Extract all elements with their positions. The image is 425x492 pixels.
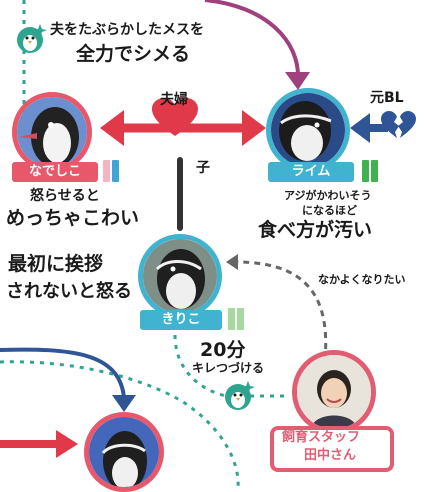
staff-line1: 飼育スタッフ <box>282 430 361 445</box>
bottom-red-arrow-head <box>56 430 78 458</box>
nadeshiko-note-line1: 怒らせると <box>30 188 100 204</box>
nadeshiko-bar-1 <box>103 160 110 182</box>
nadeshiko-name-tag: なでしこ <box>12 162 98 182</box>
nadeshiko-note-line2: めっちゃこわい <box>6 207 140 229</box>
purple-arrow-head <box>285 72 310 90</box>
kiriko-photo <box>138 234 222 318</box>
penguin-icon-staff <box>225 381 255 410</box>
couple-arrow-head-right <box>242 110 266 146</box>
raimu-note-line2: になるほど <box>302 204 357 217</box>
couple-label: 夫婦 <box>160 92 188 108</box>
staff-line2: 田中さん <box>304 448 357 463</box>
navy-arrow <box>0 347 126 399</box>
raimu-bar-2 <box>371 160 378 182</box>
duration-value: 20分 <box>200 339 246 361</box>
penguin-photo-icon <box>89 417 159 487</box>
ex-bl-label: 元BL <box>370 90 404 106</box>
raimu-photo <box>266 88 350 172</box>
penguin-icon-top <box>17 24 47 53</box>
kiriko-bar-1 <box>228 308 235 330</box>
kiriko-bar-2 <box>237 308 244 330</box>
duration-label: キレつづける <box>192 361 265 375</box>
child-label: 子 <box>196 160 210 176</box>
penguin-photo-icon <box>271 93 345 167</box>
friendly-arrow <box>235 260 328 361</box>
staff-photo <box>292 350 376 434</box>
bottom-penguin-photo <box>84 412 164 492</box>
nadeshiko-bar-2 <box>112 160 119 182</box>
kiriko-note-line1: 最初に挨拶 <box>8 253 104 275</box>
raimu-bar-1 <box>362 160 369 182</box>
heart-icon <box>152 98 198 136</box>
raimu-note-line3: 食べ方が汚い <box>258 219 373 241</box>
ex-bl-arrow-head <box>350 113 370 143</box>
dotted-line-bottom-left <box>0 360 240 488</box>
penguin-photo-icon <box>17 97 87 167</box>
kiriko-name-tag: きりこ <box>140 310 222 330</box>
friendly-label: なかよくなりたい <box>318 273 406 286</box>
staff-label-box <box>270 426 394 472</box>
raimu-note-line1: アジがかわいそう <box>284 189 372 202</box>
kiriko-note-line2: されないと怒る <box>6 281 132 302</box>
penguin-photo-icon <box>143 239 217 313</box>
navy-arrow-head <box>112 395 136 412</box>
nadeshiko-photo <box>12 92 92 172</box>
top-caption-line1: 夫をたぶらかしたメスを <box>50 22 204 38</box>
couple-arrow-head-left <box>100 110 124 146</box>
person-photo-icon <box>297 355 371 429</box>
top-caption-line2: 全力でシメる <box>76 43 191 65</box>
broken-heart-icon <box>381 111 416 138</box>
friendly-arrow-head <box>226 254 238 270</box>
purple-arrow <box>204 0 301 81</box>
raimu-name-tag: ライム <box>268 162 354 182</box>
